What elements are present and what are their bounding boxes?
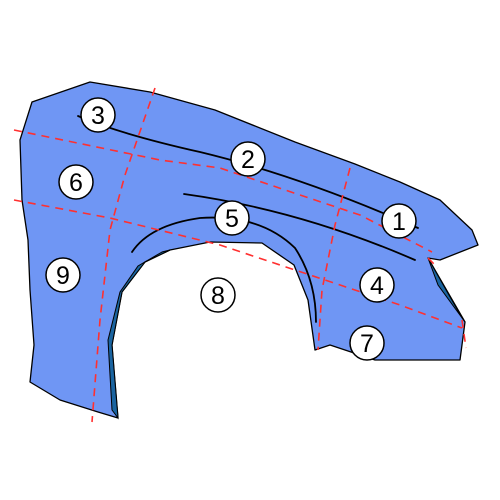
zone-label: 6	[69, 169, 83, 197]
zone-label: 4	[370, 272, 384, 300]
zone-label: 3	[91, 102, 105, 130]
zone-marker-4: 4	[359, 267, 395, 303]
zone-label: 8	[211, 282, 225, 310]
zone-label: 7	[360, 330, 374, 358]
cut-line-front-tip	[461, 319, 467, 349]
cut-line-front-vertical	[317, 167, 351, 351]
cut-line-rear-vertical	[91, 87, 156, 423]
zone-marker-5: 5	[214, 200, 250, 236]
wheel-arch-liner	[107, 249, 171, 420]
fender-panel	[19, 81, 479, 419]
cut-line-front-edge	[427, 257, 439, 269]
zone-label: 9	[56, 262, 70, 290]
front-edge-liner	[427, 257, 466, 323]
cut-line-upper-horizontal	[13, 129, 433, 253]
zone-marker-6: 6	[58, 164, 94, 200]
cut-line-lower-horizontal	[13, 199, 463, 329]
zone-marker-8: 8	[200, 277, 236, 313]
zone-label: 5	[225, 205, 239, 233]
zone-label: 1	[392, 208, 406, 236]
zone-marker-9: 9	[45, 257, 81, 293]
zone-label: 2	[241, 146, 255, 174]
middle-crease-line	[183, 193, 416, 261]
zone-marker-2: 2	[230, 141, 266, 177]
section-cut-lines	[13, 87, 467, 423]
upper-crease-line	[77, 115, 419, 229]
zone-marker-1: 1	[381, 203, 417, 239]
body-character-lines	[77, 115, 419, 323]
zone-marker-7: 7	[349, 325, 385, 361]
arch-crease-line	[131, 216, 317, 323]
zone-marker-3: 3	[80, 97, 116, 133]
